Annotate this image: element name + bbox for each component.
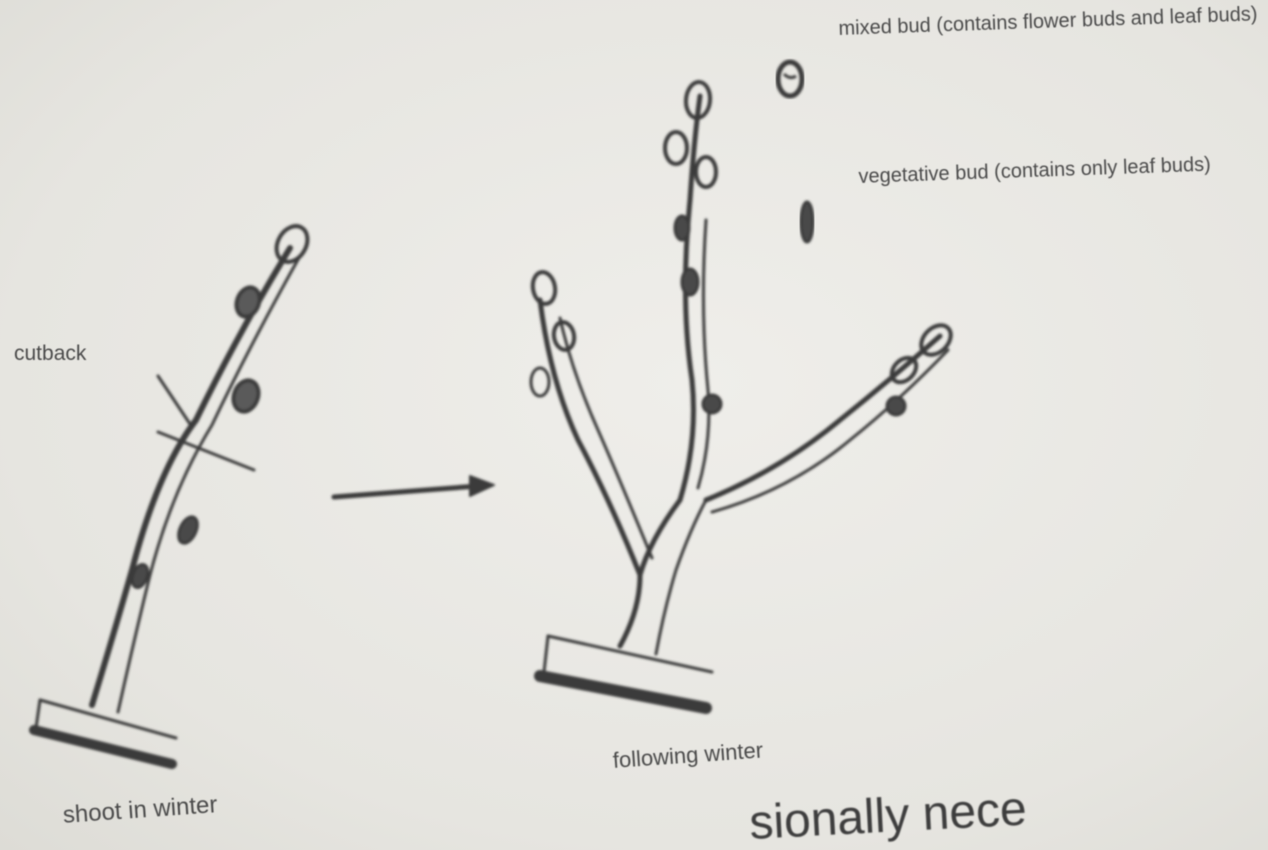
left-ground-soil bbox=[34, 730, 172, 764]
bud bbox=[531, 368, 549, 396]
right-trunk bbox=[620, 500, 680, 646]
mixed-bud-icon bbox=[770, 54, 810, 104]
center-branch bbox=[680, 96, 700, 500]
bud bbox=[270, 221, 313, 268]
bud bbox=[175, 514, 201, 546]
right-branch bbox=[706, 336, 940, 500]
bud bbox=[675, 216, 689, 240]
bud bbox=[682, 269, 698, 295]
bud bbox=[696, 157, 716, 187]
cutback-label: cutback bbox=[14, 342, 86, 366]
bud bbox=[530, 270, 557, 305]
bud bbox=[887, 397, 905, 415]
bud bbox=[665, 132, 687, 164]
left-stem bbox=[92, 248, 290, 705]
left-shoot bbox=[34, 221, 314, 764]
right-ground-soil bbox=[540, 676, 706, 708]
bud bbox=[233, 284, 264, 320]
right-ground bbox=[548, 636, 712, 672]
bud bbox=[703, 395, 721, 413]
vegetative-bud-icon bbox=[792, 192, 822, 252]
transition-arrow bbox=[334, 476, 494, 497]
cutback-pointer bbox=[158, 376, 190, 424]
